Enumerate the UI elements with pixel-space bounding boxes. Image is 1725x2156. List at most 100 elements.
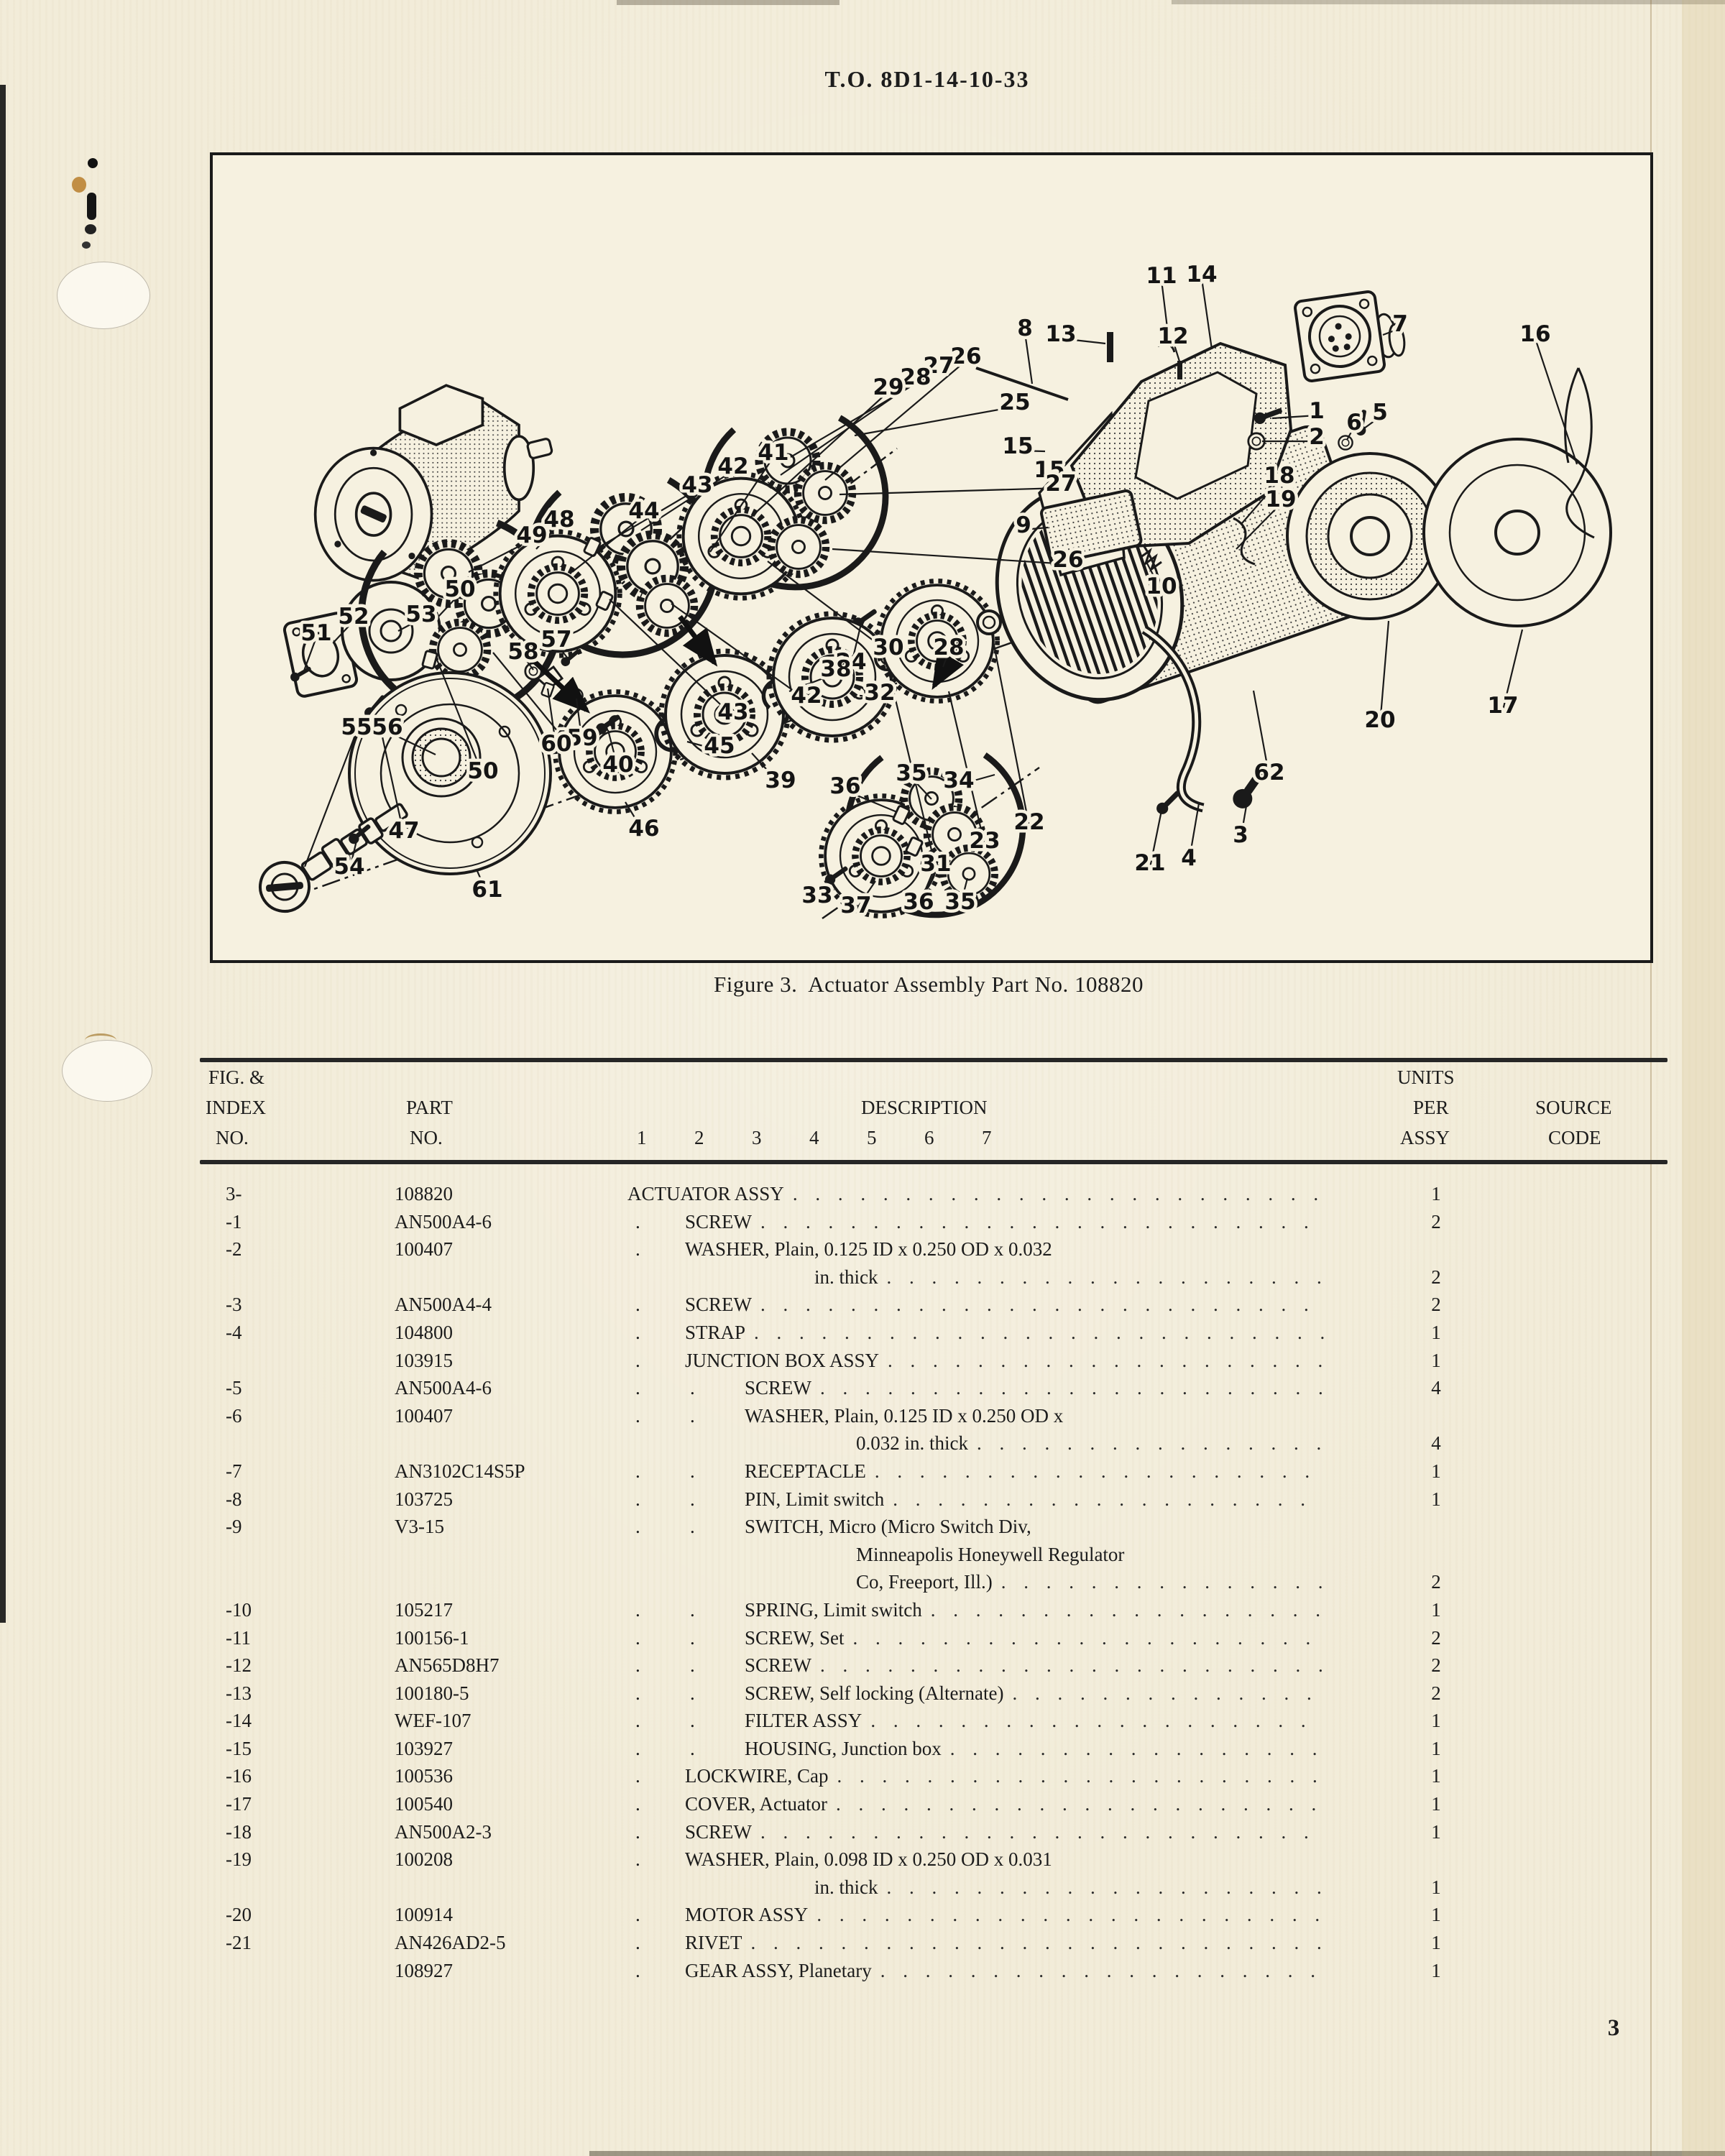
callout-line <box>1239 797 1249 840</box>
col-units: 1 <box>1431 1876 1441 1898</box>
col-units: 1 <box>1431 1460 1441 1482</box>
col-index: -18 <box>226 1820 252 1843</box>
col-description: ..SWITCH, Micro (Micro Switch Div, <box>635 1516 1031 1538</box>
col-part: WEF-107 <box>395 1710 472 1732</box>
callout-line <box>671 603 807 701</box>
callout-line <box>1023 526 1049 531</box>
callout-line <box>709 456 774 553</box>
col-units: 1 <box>1431 1183 1441 1204</box>
col-description: ..SCREW, Set. . . . . . . . . . . . . . … <box>635 1626 1324 1649</box>
col-units: 2 <box>1431 1571 1441 1593</box>
col-index: -17 <box>226 1793 252 1815</box>
col-index: -5 <box>226 1377 242 1399</box>
callout-number: 43 <box>717 699 748 725</box>
indent-level-number: 5 <box>867 1127 877 1148</box>
indent-level-number: 2 <box>694 1127 704 1148</box>
callout-line <box>468 539 533 573</box>
scan-line <box>1650 0 1652 2156</box>
table-row: Minneapolis Honeywell Regulator <box>200 1541 1668 1569</box>
col-index: -14 <box>226 1710 252 1732</box>
callout-number: 59 <box>566 725 597 751</box>
col-part: AN3102C14S5P <box>395 1460 525 1482</box>
col-description: .SCREW. . . . . . . . . . . . . . . . . … <box>635 1294 1324 1316</box>
callout-number: 8 <box>1017 315 1033 341</box>
callout-line <box>1363 416 1381 429</box>
table-row: 103915.JUNCTION BOX ASSY. . . . . . . . … <box>200 1347 1668 1375</box>
col-header-description: DESCRIPTION <box>861 1097 988 1118</box>
indent-level-number: 3 <box>752 1127 762 1148</box>
callout-line <box>546 688 558 749</box>
col-description: ..HOUSING, Junction box. . . . . . . . .… <box>635 1737 1324 1759</box>
col-part: AN500A2-3 <box>395 1820 492 1843</box>
callout-number: 41 <box>758 440 788 466</box>
callout-number: 39 <box>765 768 796 793</box>
callout-line <box>686 740 720 752</box>
callout-number: 61 <box>472 877 502 903</box>
callout-number: 47 <box>388 818 419 844</box>
callout-line <box>749 391 889 519</box>
ink-blot <box>82 241 91 249</box>
callout-number: 26 <box>1052 547 1083 573</box>
callout-number: 19 <box>1265 487 1296 512</box>
callout-line <box>788 672 837 693</box>
callout-line <box>958 773 995 786</box>
callout-line <box>387 731 436 755</box>
col-units: 1 <box>1431 1321 1441 1343</box>
callout-number: 14 <box>1186 262 1217 287</box>
callout-number: 60 <box>540 731 571 757</box>
col-units: 2 <box>1431 1682 1441 1704</box>
ink-blot <box>87 193 96 220</box>
callout-number: 50 <box>467 758 498 784</box>
col-index: -7 <box>226 1460 242 1482</box>
callout-number: 49 <box>516 522 547 548</box>
callout-line <box>556 643 569 659</box>
col-description: ..WASHER, Plain, 0.125 ID x 0.250 OD x <box>635 1404 1064 1427</box>
callout-line <box>476 870 489 895</box>
col-units: 4 <box>1431 1377 1441 1399</box>
col-index: 3- <box>226 1183 242 1204</box>
end-plate-and-shaft <box>259 671 552 913</box>
callout-number: 24 <box>835 649 866 675</box>
callout-line <box>767 561 889 653</box>
callout-number: 13 <box>1045 321 1076 347</box>
col-description: .SCREW. . . . . . . . . . . . . . . . . … <box>635 1210 1324 1233</box>
callout-line <box>1271 414 1317 420</box>
callout-number: 18 <box>1264 463 1294 489</box>
col-part: 100156-1 <box>395 1626 469 1649</box>
callout-line <box>855 880 876 911</box>
callout-line <box>839 487 1062 496</box>
col-units: 2 <box>1431 1294 1441 1316</box>
col-index: -21 <box>226 1932 252 1954</box>
col-header-units: ASSY <box>1400 1127 1450 1148</box>
col-units: 1 <box>1431 1737 1441 1759</box>
callout-number: 62 <box>1254 760 1284 786</box>
callout-line <box>942 651 950 668</box>
col-units: 1 <box>1431 1710 1441 1732</box>
callout-line <box>1379 620 1390 725</box>
scan-strip <box>1682 0 1725 2156</box>
col-index: -8 <box>226 1488 242 1510</box>
callout-line <box>859 694 880 699</box>
col-part: 100914 <box>395 1904 453 1926</box>
callout-line <box>1160 280 1169 328</box>
callout-number: 32 <box>864 680 895 706</box>
col-part: 100180-5 <box>395 1682 469 1704</box>
callout-number: 21 <box>1134 850 1165 876</box>
col-units: 1 <box>1431 1820 1441 1843</box>
ink-blot <box>85 224 96 234</box>
page-number: 3 <box>1607 2015 1620 2041</box>
callout-line <box>302 637 318 673</box>
callout-line <box>397 618 422 632</box>
col-description: .WASHER, Plain, 0.125 ID x 0.250 OD x 0.… <box>635 1238 1052 1261</box>
callout-number: 9 <box>1016 512 1031 538</box>
callout-number: 30 <box>873 635 903 660</box>
col-description: Co, Freeport, Ill.). . . . . . . . . . .… <box>856 1571 1324 1593</box>
callout-number: 27 <box>923 353 954 379</box>
col-index: -3 <box>226 1294 242 1316</box>
